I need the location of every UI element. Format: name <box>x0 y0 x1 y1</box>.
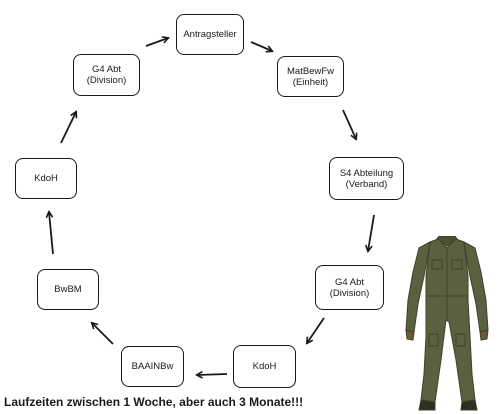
node-g4-abt-lower: G4 Abt (Division) <box>315 265 384 310</box>
arrow-baainbw-to-bwbm <box>92 323 114 345</box>
node-label: Antragsteller <box>183 29 237 40</box>
node-antragsteller: Antragsteller <box>176 14 244 55</box>
node-bwbm: BwBM <box>37 269 99 310</box>
node-baainbw: BAAINBw <box>121 346 184 387</box>
arrow-bwbm-to-kdoh <box>49 212 54 255</box>
coverall-icon <box>405 236 489 411</box>
node-label: BwBM <box>54 284 82 295</box>
arrow-s4-abteilung-to-g4-abt <box>368 214 375 251</box>
node-label: BAAINBw <box>131 361 174 372</box>
node-label: KdoH <box>34 173 58 184</box>
node-label: G4 Abt (Division) <box>329 276 370 299</box>
node-g4-abt-upper: G4 Abt (Division) <box>73 54 140 96</box>
node-matbewfw: MatBewFw (Einheit) <box>277 56 344 97</box>
arrow-kdoh-to-baainbw <box>197 374 228 375</box>
node-label: G4 Abt (Division) <box>86 64 127 86</box>
node-kdoh-lower: KdoH <box>233 345 296 388</box>
node-kdoh-upper: KdoH <box>15 158 77 199</box>
arrow-antragsteller-to-matbewfw <box>250 41 272 51</box>
arrow-kdoh-to-g4-abt <box>60 112 76 144</box>
node-label: MatBewFw (Einheit) <box>287 65 334 88</box>
footnote: Laufzeiten zwischen 1 Woche, aber auch 3… <box>4 395 304 409</box>
arrow-g4-abt-to-kdoh <box>307 317 325 343</box>
node-s4-abteilung: S4 Abteilung (Verband) <box>329 157 404 200</box>
node-label: KdoH <box>252 361 277 372</box>
node-label: S4 Abteilung (Verband) <box>339 167 394 190</box>
arrow-matbewfw-to-s4-abteilung <box>342 109 356 139</box>
arrow-g4-abt-to-antragsteller <box>145 38 168 47</box>
